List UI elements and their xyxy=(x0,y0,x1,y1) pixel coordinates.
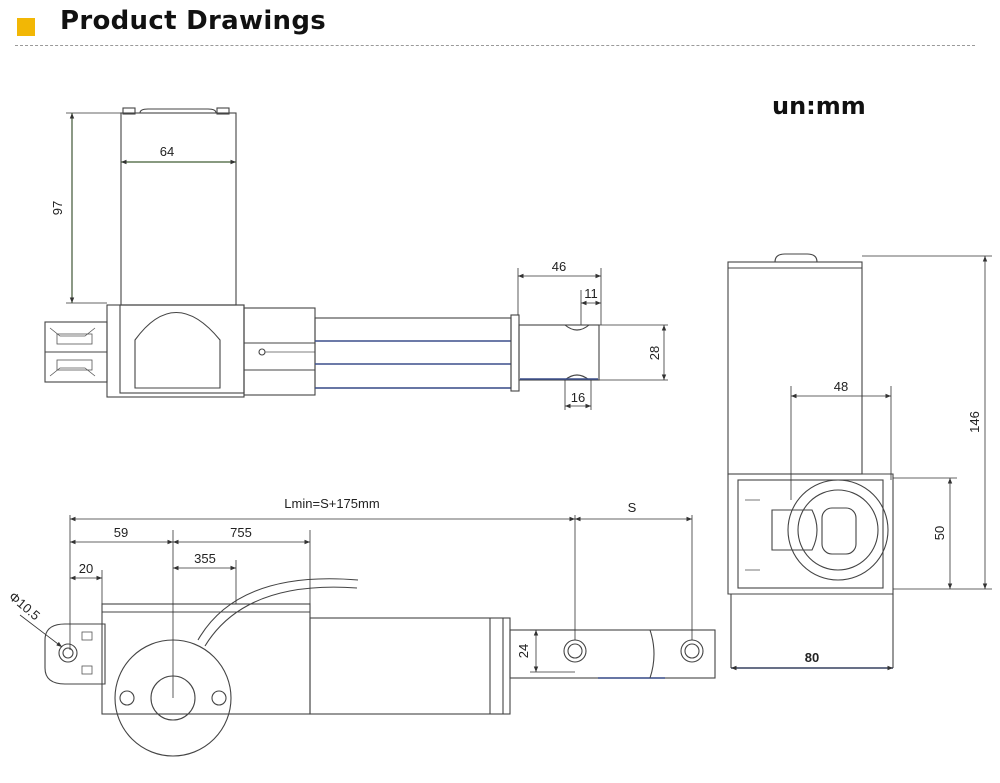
dim-side-total-height: 146 xyxy=(967,411,982,433)
dim-top-height: 97 xyxy=(50,201,65,215)
side-view-drawing: 48 146 50 80 xyxy=(727,253,992,671)
dim-side-base-width: 80 xyxy=(805,650,819,665)
dim-front-20: 20 xyxy=(79,561,93,576)
page-title: Product Drawings xyxy=(60,6,327,36)
dim-rod-end-length: 46 xyxy=(552,259,566,274)
dim-front-755: 755 xyxy=(230,525,252,540)
dim-side-lower-height: 50 xyxy=(932,526,947,540)
unit-label: un:mm xyxy=(772,92,866,120)
dim-rod-end-height: 28 xyxy=(647,346,662,360)
dim-side-width: 48 xyxy=(834,379,848,394)
dim-front-355: 355 xyxy=(194,551,216,566)
dim-lmin: Lmin=S+175mm xyxy=(284,496,379,511)
dim-front-24: 24 xyxy=(516,644,531,658)
header: Product Drawings xyxy=(0,0,1000,50)
dim-front-59: 59 xyxy=(114,525,128,540)
top-view-drawing: 64 97 46 11 28 16 xyxy=(44,107,668,410)
front-view-drawing: Lmin=S+175mm S 59 755 20 355 Φ10.5 24 xyxy=(6,496,716,757)
dim-top-width: 64 xyxy=(160,144,174,159)
dim-stroke: S xyxy=(628,500,637,515)
header-divider xyxy=(15,45,975,46)
header-accent-square xyxy=(17,18,35,36)
dim-rod-end-hole-width: 16 xyxy=(571,390,585,405)
dim-rod-end-hole-offset: 11 xyxy=(584,286,598,301)
